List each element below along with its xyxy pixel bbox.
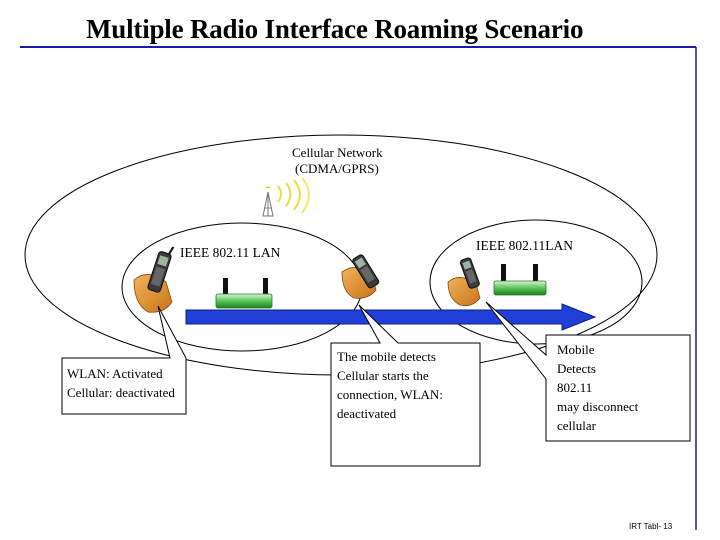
- wlan-left-label: IEEE 802.11 LAN: [180, 245, 281, 260]
- wlan-right-coverage-ellipse: [429, 219, 643, 345]
- access-point-right-icon: [493, 264, 547, 296]
- callout-middle-text: The mobile detects Cellular starts the c…: [337, 349, 443, 421]
- callout-left-text: WLAN: Activated Cellular: deactivated: [67, 366, 175, 400]
- callout-middle-box: [330, 304, 481, 467]
- mobile-phone-left-icon: [133, 246, 175, 313]
- cellular-network-type: (CDMA/GPRS): [295, 161, 379, 176]
- callout-right-text: Mobile Detects 802.11 may disconnect cel…: [557, 342, 639, 433]
- callout-right-box: [485, 301, 691, 442]
- cellular-network-label: Cellular Network (CDMA/GPRS): [292, 145, 383, 177]
- cellular-tower-icon: [262, 177, 310, 217]
- mobile-phone-right-icon: [447, 257, 481, 307]
- cellular-network-name: Cellular Network: [292, 145, 383, 160]
- access-point-left-icon: [215, 278, 273, 309]
- callout-left-box: [61, 305, 187, 415]
- wlan-right-label: IEEE 802.11LAN: [476, 238, 573, 253]
- slide-footer: IRT Tabl- 13: [629, 522, 673, 531]
- mobile-phone-middle-icon: [341, 254, 380, 299]
- slide-title: Multiple Radio Interface Roaming Scenari…: [86, 14, 584, 44]
